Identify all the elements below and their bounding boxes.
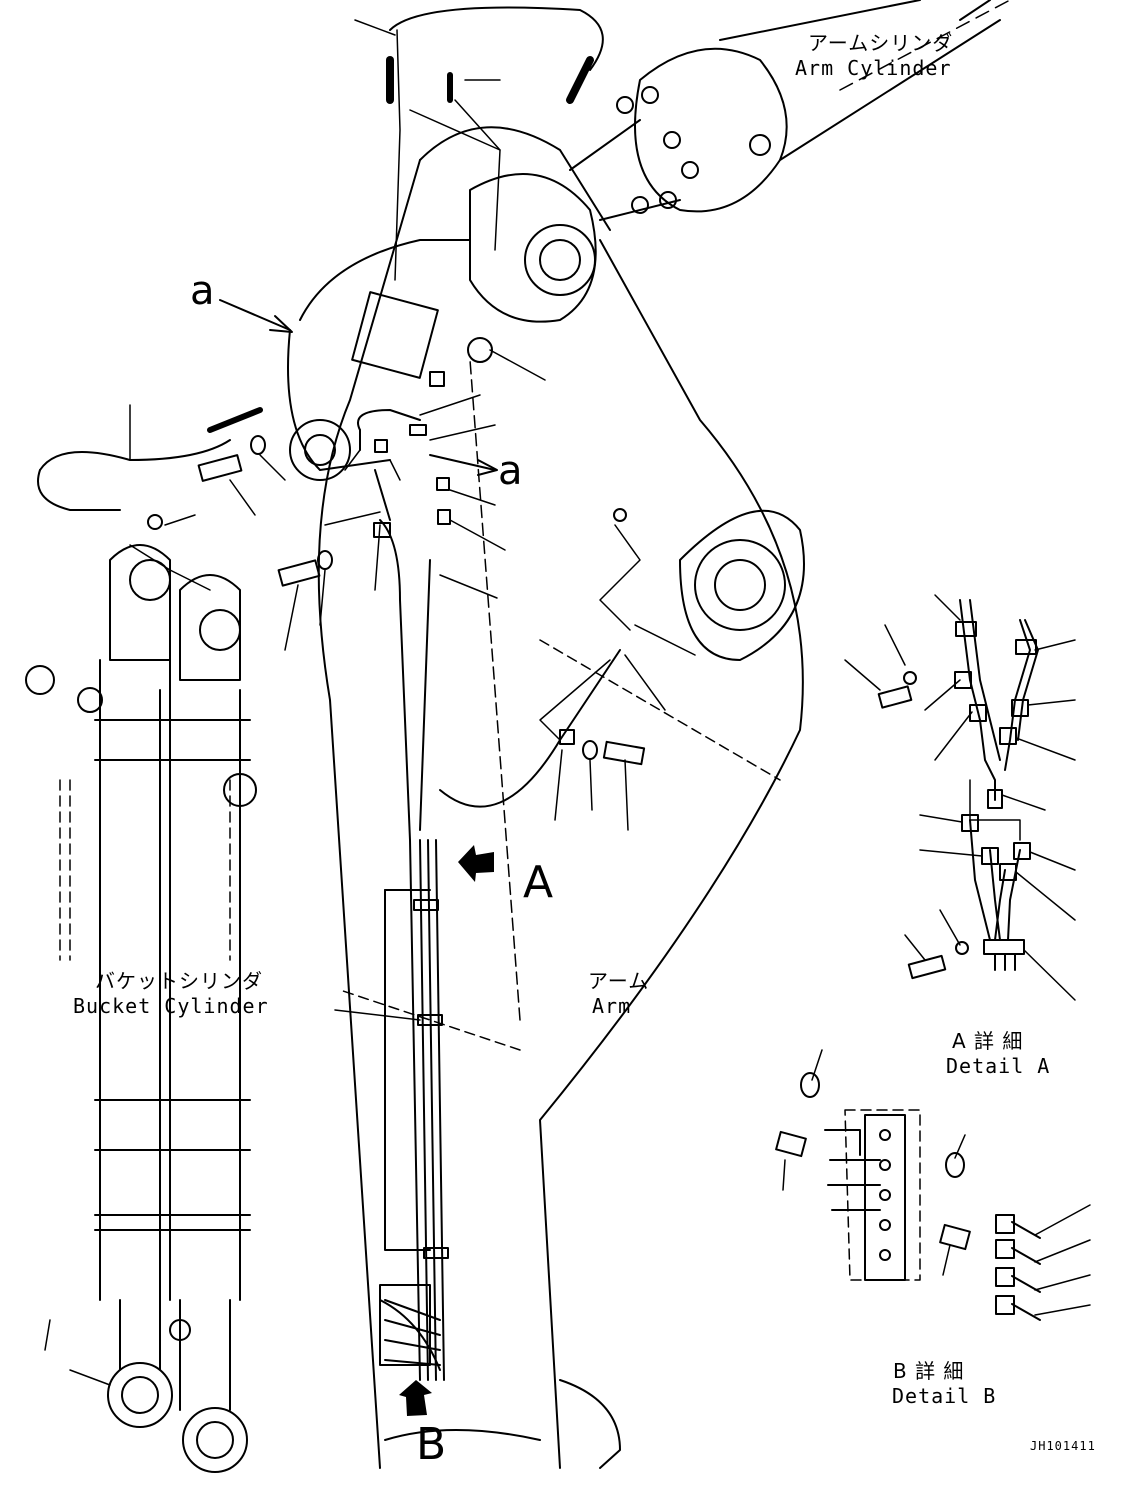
arm-body — [317, 126, 805, 1469]
arm-cylinder — [569, 0, 1011, 221]
detail-a-leaders — [844, 594, 1076, 1001]
detail-a-title-en: Detail A — [946, 1054, 1051, 1078]
leader-lines — [44, 19, 696, 1386]
bucket-cylinder-label-en: Bucket Cylinder — [73, 994, 269, 1018]
detail-a-title-jp: A 詳 細 — [952, 1029, 1024, 1053]
arm-label-jp: アーム — [588, 969, 650, 993]
view-a-letter: A — [523, 857, 554, 908]
detail-b-title-en: Detail B — [892, 1384, 997, 1408]
reference-mark-a-lower: a — [498, 448, 523, 494]
view-arrows — [399, 845, 494, 1416]
detail-b-title-jp: B 詳 細 — [893, 1359, 965, 1383]
fittings — [147, 337, 646, 766]
detail-b-drawing — [775, 1072, 1041, 1321]
arm-cylinder-label-en: Arm Cylinder — [795, 56, 952, 80]
grease-hose-bucket — [37, 407, 263, 511]
view-b-letter: B — [416, 1419, 447, 1470]
grease-pipes-along-arm — [357, 409, 621, 1381]
reference-arrows — [219, 299, 498, 476]
detail-b-on-arm — [379, 1284, 441, 1366]
arm-label-en: Arm — [592, 994, 632, 1018]
drawing-code: JH101411 — [1030, 1439, 1096, 1453]
bucket-cylinder — [25, 544, 257, 1473]
bucket-cylinder-label-jp: バケットシリンダ — [95, 969, 263, 993]
detail-a-drawing — [877, 599, 1039, 980]
arrow-left-icon — [458, 845, 494, 882]
arm-cylinder-label-jp: アームシリンダ — [808, 31, 954, 55]
arm-head-boss — [287, 173, 597, 481]
reference-mark-a-upper: a — [190, 268, 215, 314]
arrow-up-icon — [399, 1380, 432, 1416]
detail-b-leaders — [782, 1049, 1091, 1316]
grease-hose-arm-cylinder — [386, 6, 604, 104]
